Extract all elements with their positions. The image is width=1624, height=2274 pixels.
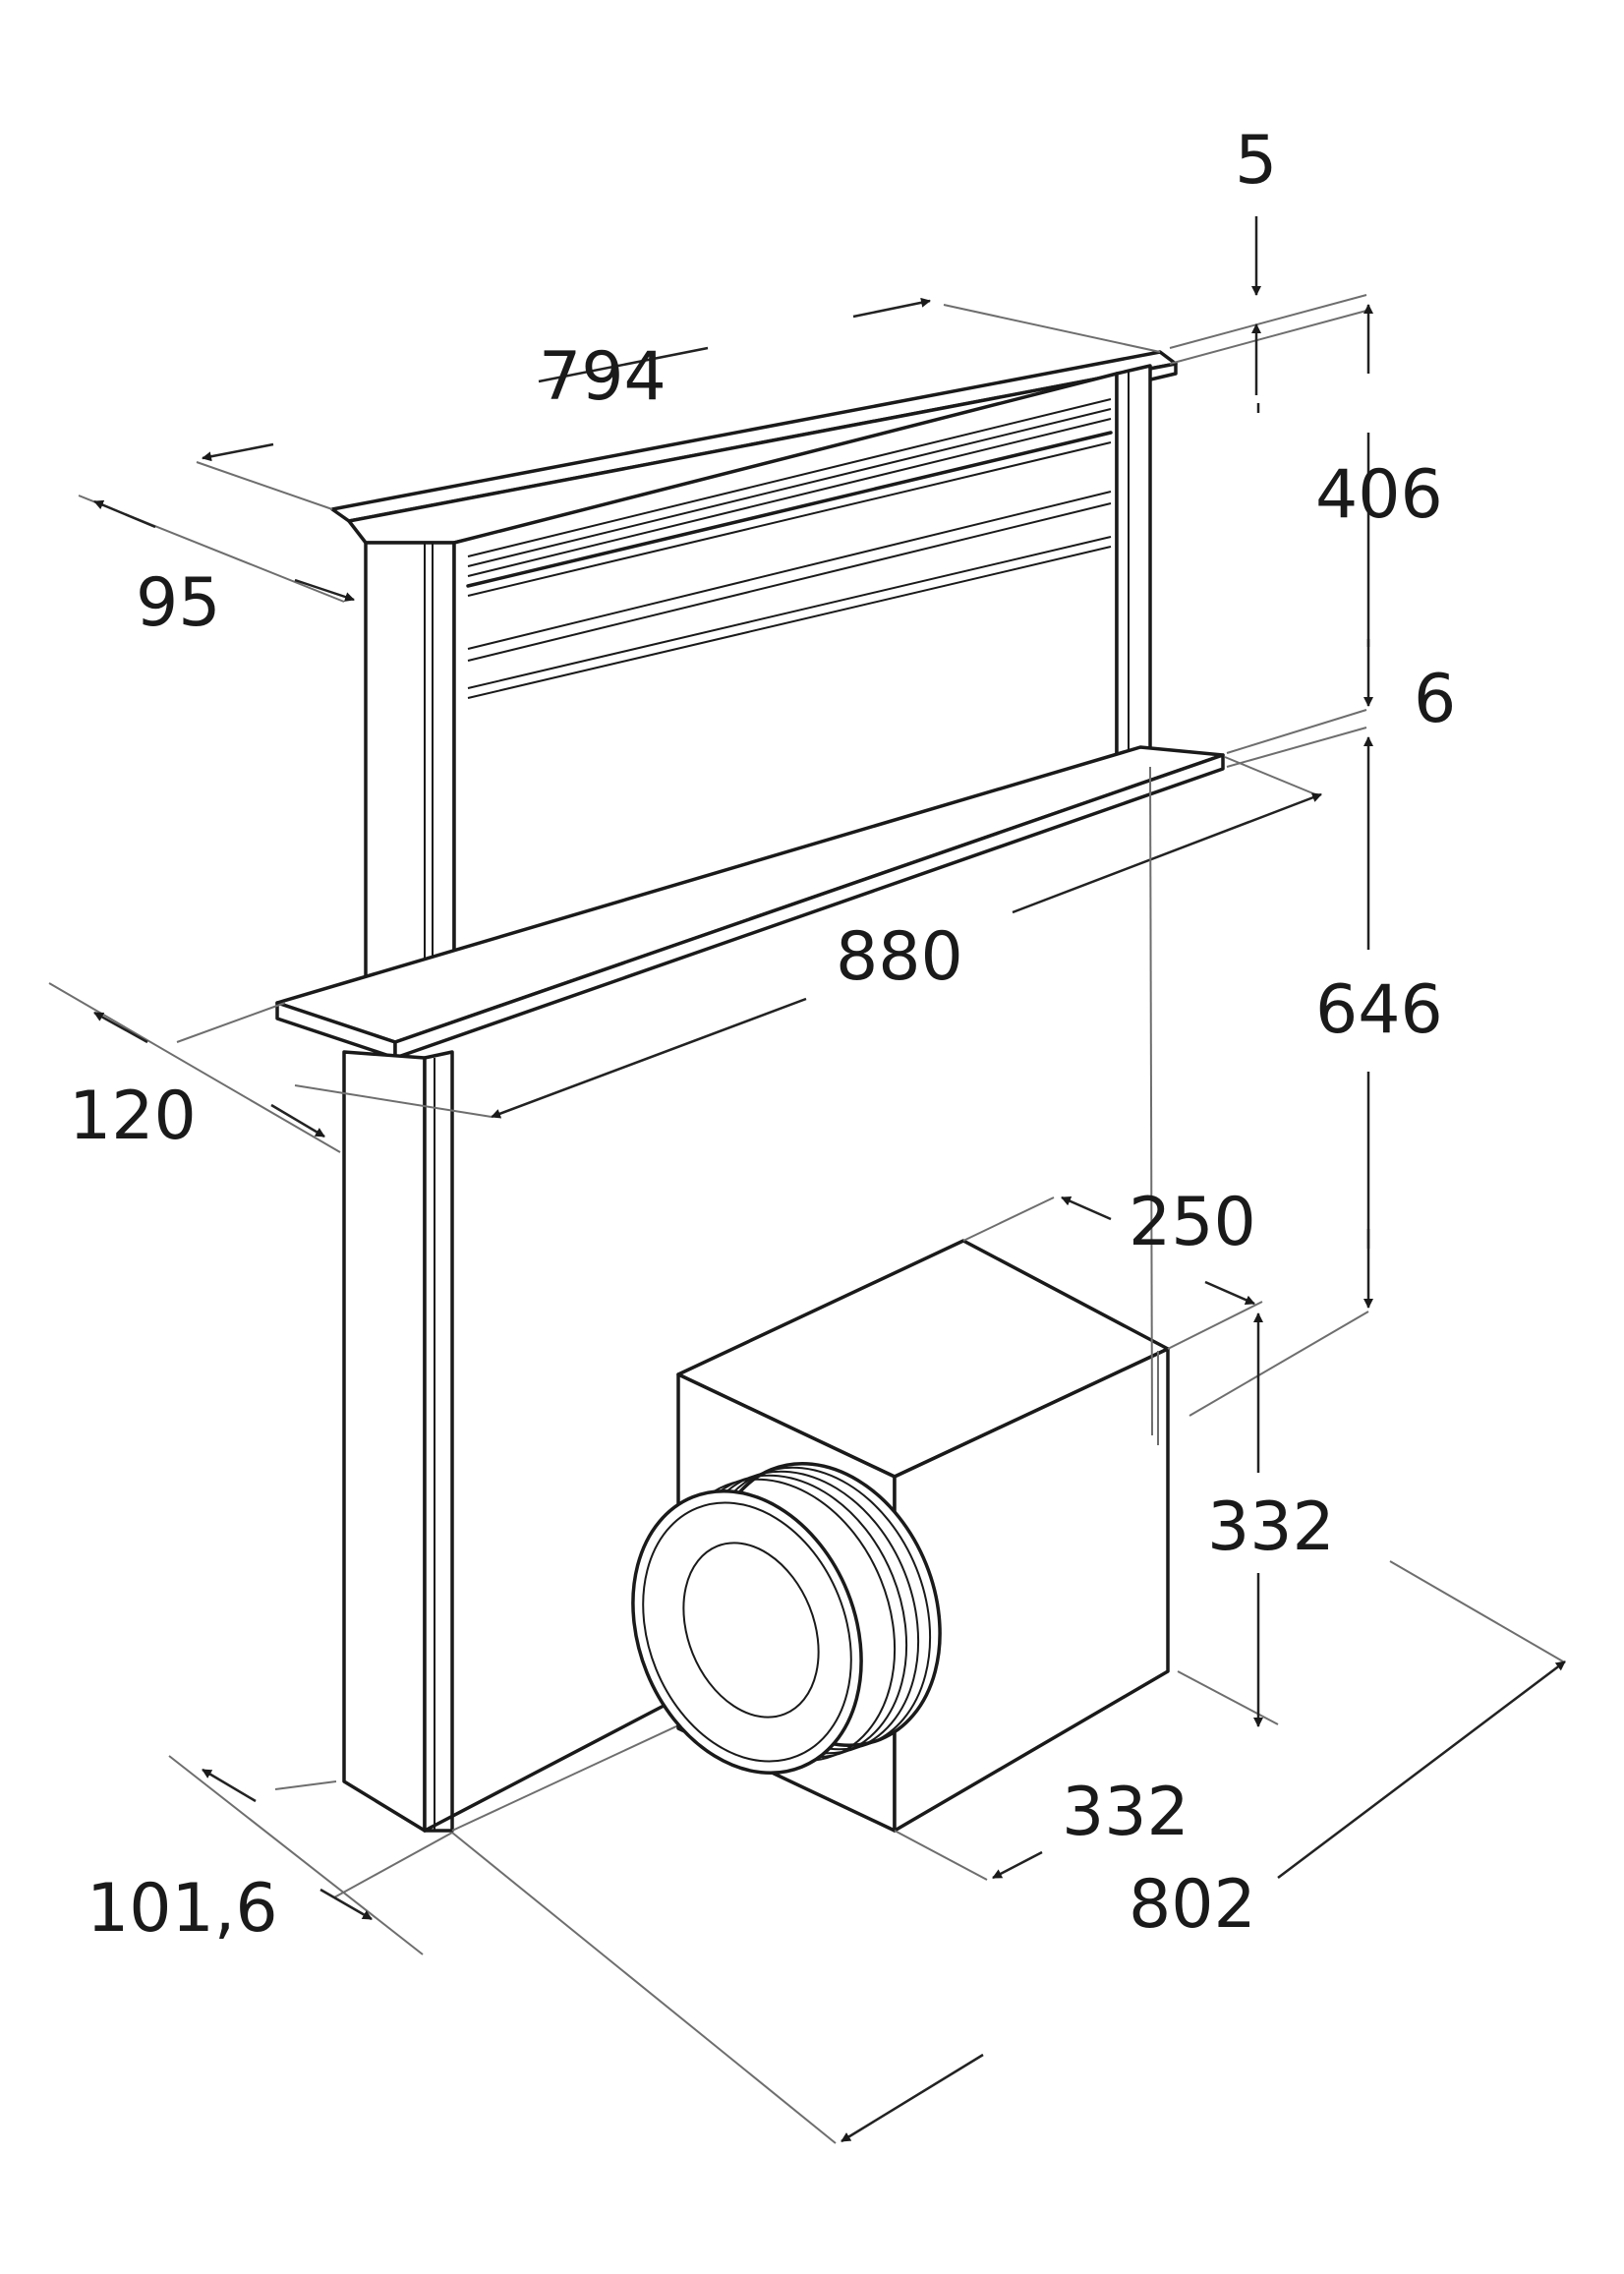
column-side — [342, 1050, 427, 1833]
dim-total-depth: 802 — [1129, 1866, 1256, 1944]
dim-width-top: 794 — [539, 338, 667, 416]
column-front — [423, 1050, 454, 1833]
dim-depth-plate: 120 — [69, 1078, 197, 1155]
dim-duct-width: 101,6 — [87, 1870, 278, 1948]
hood-unit — [275, 350, 1225, 1060]
dim-motor-width: 332 — [1062, 1774, 1189, 1851]
dim-motor-height: 332 — [1207, 1488, 1335, 1566]
dim-width-plate: 880 — [836, 918, 963, 996]
hood-right-post — [1115, 364, 1152, 779]
dim-depth-top: 95 — [136, 564, 221, 642]
dim-hood-height: 406 — [1315, 456, 1443, 534]
dim-top-gap: 5 — [1235, 122, 1277, 200]
motor-duct-spigot — [631, 1461, 942, 1776]
dim-gap-mid: 6 — [1414, 661, 1456, 738]
under-counter-column — [342, 1050, 817, 1833]
motor-box — [631, 1239, 1170, 1833]
dimension-lines — [48, 216, 1566, 2144]
dim-motor-depth: 250 — [1129, 1184, 1256, 1261]
hood-left-post — [364, 541, 456, 1013]
dimension-labels: 5 406 95 794 6 880 120 646 250 332 332 1… — [69, 122, 1456, 1948]
dim-below-height: 646 — [1315, 971, 1443, 1049]
